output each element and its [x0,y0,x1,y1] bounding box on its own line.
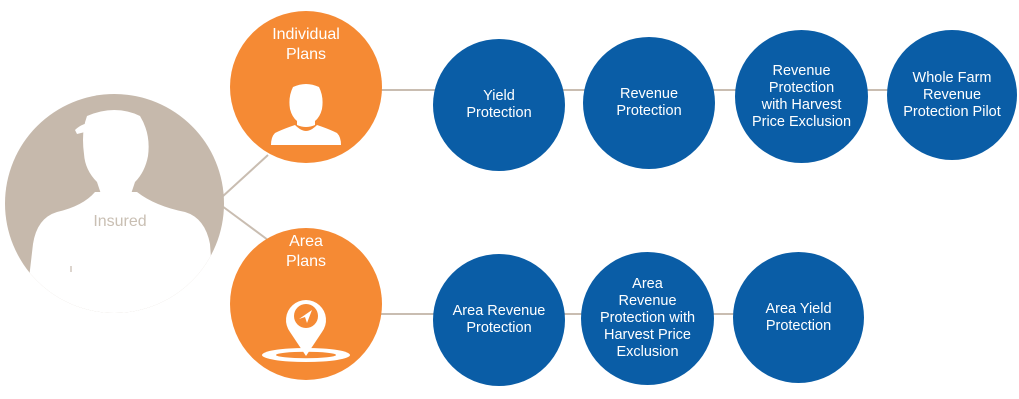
plan-label: Area Revenue Protection with Harvest Pri… [599,276,696,360]
plan-area-yield-protection: Area Yield Protection [733,252,864,383]
area-plans-label: Area Plans [285,233,327,270]
plan-revenue-protection-harvest-price-exclusion: Revenue Protection with Harvest Price Ex… [735,30,868,163]
plan-label: Area Revenue Protection [452,303,546,336]
insured-person-icon [25,110,215,313]
connector-insured-area [221,205,269,241]
insured-label: Insured [93,213,147,230]
plan-label: Yield Protection [466,88,532,121]
plan-whole-farm-revenue-protection-pilot: Whole Farm Revenue Protection Pilot [887,30,1017,160]
plan-area-revenue-protection-harvest-price-exclusion: Area Revenue Protection with Harvest Pri… [581,252,714,385]
plan-label: Area Yield Protection [765,300,832,334]
plan-area-revenue-protection: Area Revenue Protection [433,254,565,386]
plan-yield-protection: Yield Protection [433,39,565,171]
individual-plans-circle: Individual Plans [230,11,382,163]
area-plans-circle: Area Plans [230,228,382,380]
plan-label: Revenue Protection with Harvest Price Ex… [751,62,852,130]
plan-label: Revenue Protection [616,86,682,119]
location-pin-icon [262,300,350,362]
individual-plans-label: Individual Plans [272,26,340,63]
person-silhouette-icon [271,84,341,145]
plan-label: Whole Farm Revenue Protection Pilot [903,69,1001,120]
connector-insured-individual [221,154,269,198]
plan-revenue-protection: Revenue Protection [583,37,715,169]
